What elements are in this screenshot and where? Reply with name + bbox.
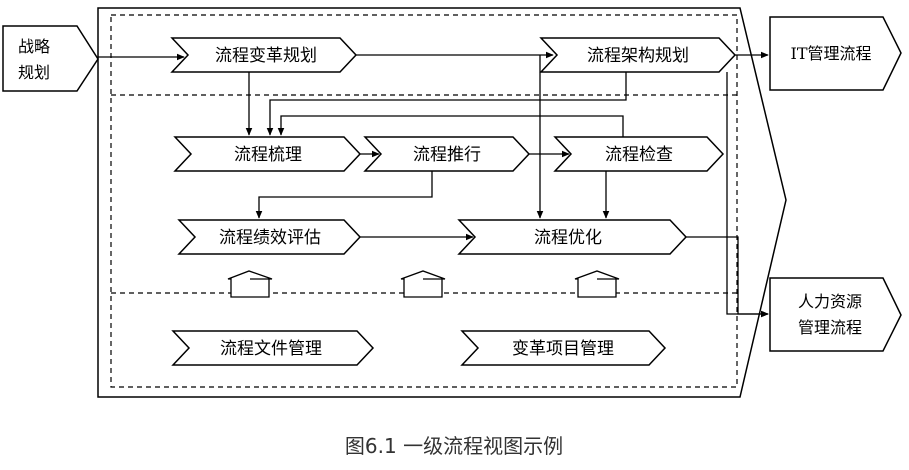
- architecture-planning-label: 流程架构规划: [587, 46, 689, 66]
- it-management-output: IT管理流程: [769, 16, 902, 91]
- promotion-label: 流程推行: [413, 145, 481, 165]
- chevron-architecture-planning: 流程架构规划: [539, 37, 737, 73]
- chevron-file-management: 流程文件管理: [171, 330, 375, 366]
- chevron-inspection: 流程检查: [553, 136, 725, 172]
- chevron-performance-evaluation: 流程绩效评估: [177, 219, 362, 255]
- hr-output-label-line1: 人力资源: [798, 292, 862, 311]
- sorting-label: 流程梳理: [234, 145, 302, 165]
- chevron-promotion: 流程推行: [363, 136, 531, 172]
- support-arrow-left: [227, 270, 273, 298]
- chevron-optimization: 流程优化: [457, 219, 688, 255]
- chevron-change-planning: 流程变革规划: [170, 37, 358, 73]
- connectors: [98, 51, 769, 318]
- strategy-planning-input: 战略 规划: [2, 25, 99, 92]
- strategy-label-line2: 规划: [18, 63, 50, 82]
- change-planning-label: 流程变革规划: [215, 46, 317, 66]
- hr-management-output: 人力资源 管理流程: [769, 277, 902, 352]
- inspection-label: 流程检查: [605, 145, 673, 165]
- strategy-label-line1: 战略: [18, 37, 50, 56]
- figure-caption: 图6.1 一级流程视图示例: [345, 434, 563, 458]
- chevron-project-management: 变革项目管理: [460, 330, 667, 366]
- support-arrow-middle: [400, 270, 446, 298]
- support-arrow-right: [574, 270, 620, 298]
- file-management-label: 流程文件管理: [220, 339, 322, 359]
- performance-label: 流程绩效评估: [219, 228, 321, 248]
- chevron-sorting: 流程梳理: [173, 136, 362, 172]
- optimization-label: 流程优化: [534, 228, 602, 248]
- dashed-outer-frame: [110, 14, 738, 388]
- project-management-label: 变革项目管理: [512, 339, 614, 359]
- it-output-label: IT管理流程: [791, 44, 872, 63]
- hr-output-label-line2: 管理流程: [798, 318, 862, 337]
